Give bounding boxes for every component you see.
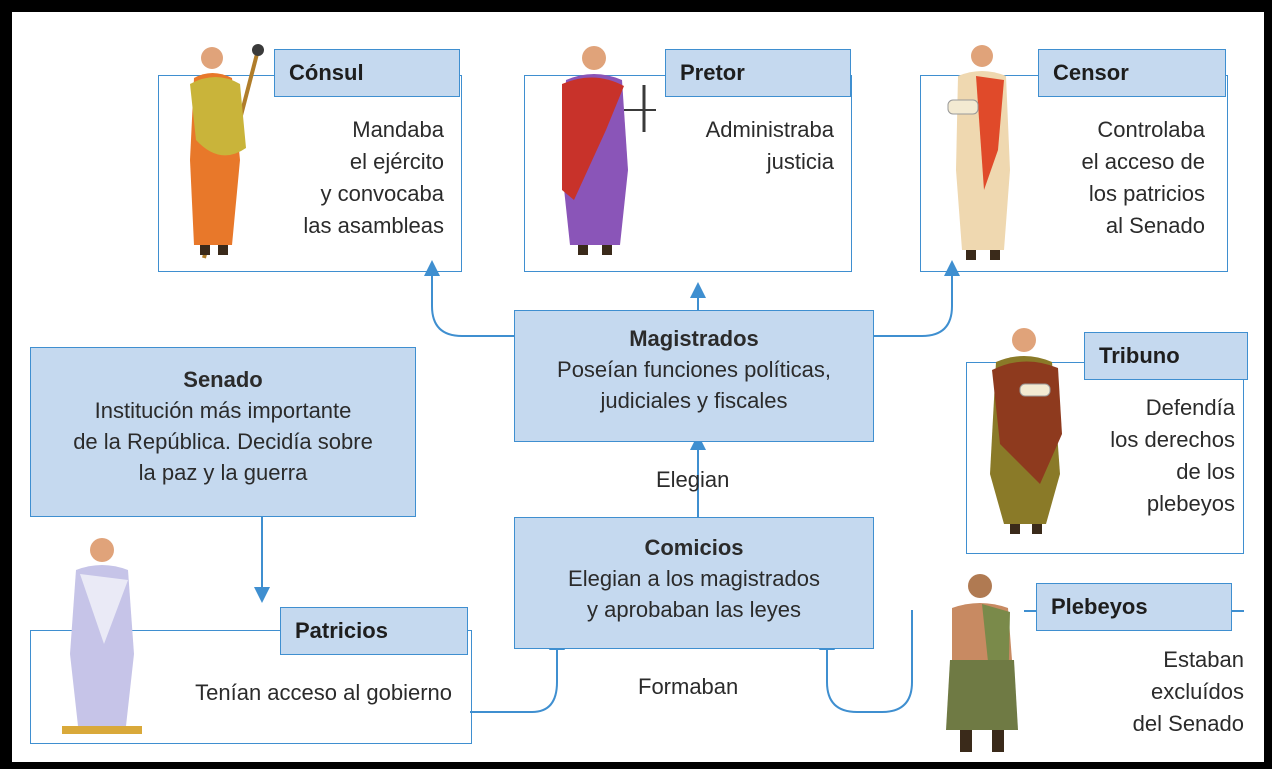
arrow-to-censor: [874, 260, 960, 337]
arrow-to-consul: [424, 260, 514, 337]
magistrados-box: Magistrados Poseían funciones políticas,…: [514, 310, 874, 442]
plebeyos-description: Estaban excluídos del Senado: [1132, 647, 1244, 736]
senado-line3: la paz y la guerra: [138, 460, 308, 485]
censor-description: Controlaba el acceso de los patricios al…: [1081, 117, 1205, 238]
consul-description: Mandaba el ejército y convocaba las asam…: [303, 117, 444, 238]
comicios-box: Comicios Elegian a los magistrados y apr…: [514, 517, 874, 649]
pretor-description: Administraba justicia: [705, 117, 834, 174]
magistrados-line2: judiciales y fiscales: [600, 388, 788, 413]
patricio-figure-icon: [62, 538, 142, 734]
patricios-frame: [30, 630, 472, 744]
tribuno-description: Defendía los derechos de los plebeyos: [1110, 395, 1235, 516]
diagram-canvas: Cónsul Mandaba el ejército y convocaba l…: [12, 12, 1264, 762]
consul-title: Cónsul: [274, 49, 460, 97]
tribuno-figure-icon: [990, 328, 1062, 534]
censor-figure-icon: [947, 45, 1010, 260]
patricios-title: Patricios: [280, 607, 468, 655]
pretor-figure-icon: [562, 46, 656, 255]
senado-line2: de la República. Decidía sobre: [73, 429, 373, 454]
magistrados-title: Magistrados: [629, 326, 759, 351]
comicios-title: Comicios: [644, 535, 744, 560]
tribuno-title: Tribuno: [1084, 332, 1248, 380]
plebeyo-figure-icon: [946, 574, 1018, 752]
arrow-plebeyos-to-comicios: [819, 610, 913, 713]
formaban-label: Formaban: [638, 674, 739, 699]
patricios-description: Tenían acceso al gobierno: [195, 680, 452, 705]
consul-figure-icon: [190, 44, 264, 259]
comicios-line2: y aprobaban las leyes: [586, 597, 802, 622]
censor-title: Censor: [1038, 49, 1226, 97]
plebeyos-title: Plebeyos: [1036, 583, 1232, 631]
comicios-line1: Elegian a los magistrados: [568, 566, 820, 591]
senado-title: Senado: [183, 367, 263, 392]
senado-box: Senado Institución más importante de la …: [30, 347, 416, 517]
connector-lines: [254, 260, 960, 713]
elegian-label: Elegian: [656, 467, 730, 492]
pretor-title: Pretor: [665, 49, 851, 97]
arrow-patricios-to-comicios: [470, 634, 565, 713]
senado-line1: Institución más importante: [94, 398, 352, 423]
magistrados-line1: Poseían funciones políticas,: [557, 357, 831, 382]
